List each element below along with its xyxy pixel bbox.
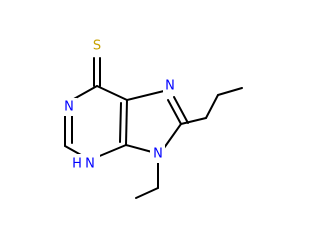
sulfur-atom-text: S — [93, 39, 101, 54]
n7-atom-label: N — [163, 77, 178, 95]
n3-atom-label: H N — [65, 154, 100, 174]
n3-hydrogen-text: H — [72, 157, 82, 172]
bond-c5-n7 — [126, 89, 169, 101]
bond-n7-c8-a — [173, 96, 189, 124]
bond-n9-c4 — [125, 144, 153, 153]
bond-ethyl-2 — [135, 187, 159, 199]
n9-atom-text: N — [153, 147, 163, 162]
bond-c8-n9 — [163, 123, 182, 149]
n3-atom-text: N — [85, 157, 95, 172]
bond-c4-c5-a — [125, 99, 128, 146]
bond-propyl-2 — [205, 94, 219, 119]
n1-atom-label: N — [62, 98, 77, 116]
n1-atom-text: N — [64, 100, 74, 115]
n9-atom-label: N — [150, 145, 165, 163]
bond-n7-c8-b — [167, 99, 182, 125]
bond-propyl-1 — [180, 117, 207, 125]
chemical-structure-diagram: S N H N N N — [62, 37, 243, 199]
sulfur-atom-label: S — [89, 37, 105, 55]
bond-c6-n1 — [71, 85, 98, 101]
bond-c5-c6 — [96, 85, 128, 101]
n7-atom-text: N — [165, 79, 175, 94]
bond-c4-c5-b — [119, 102, 122, 143]
bond-propyl-3 — [217, 87, 243, 96]
